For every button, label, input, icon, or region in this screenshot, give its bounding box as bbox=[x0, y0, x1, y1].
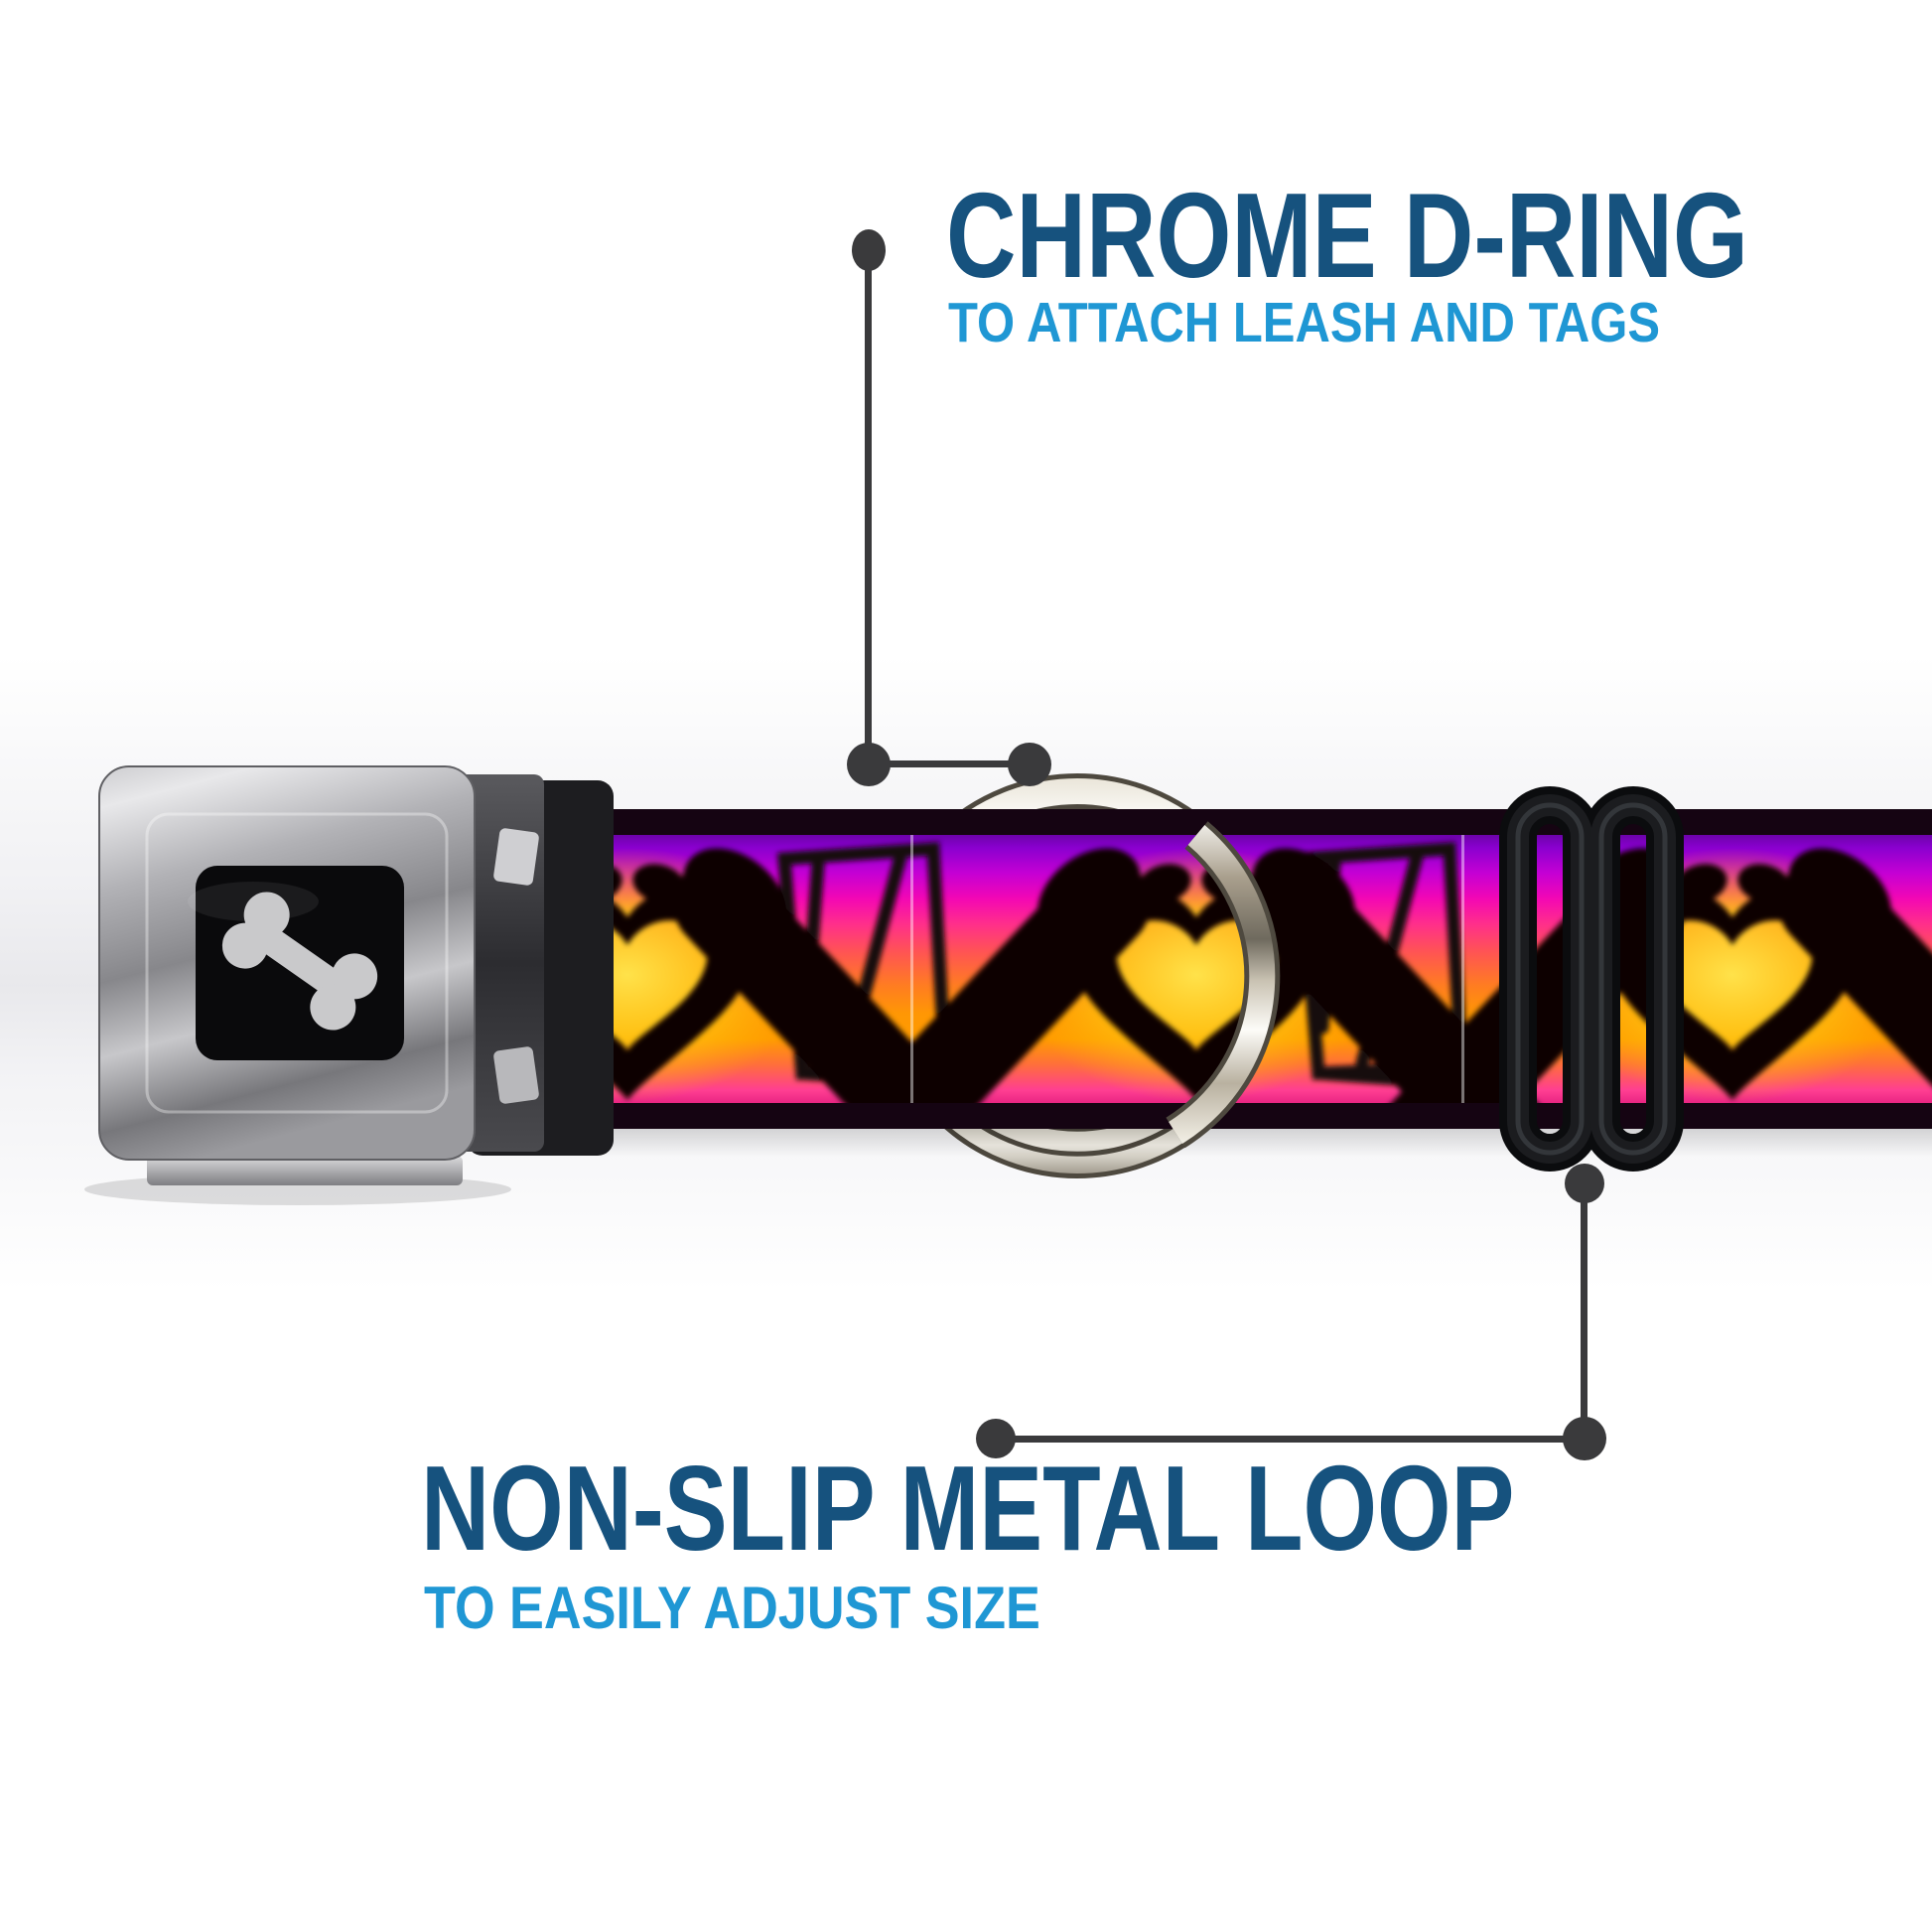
loop-callout-title: NON-SLIP METAL LOOP bbox=[421, 1441, 1515, 1576]
dring-callout-title: CHROME D-RING bbox=[946, 168, 1748, 303]
callout-dot bbox=[976, 1419, 1016, 1458]
dog-bone-icon bbox=[221, 892, 378, 1031]
callout-dot bbox=[1008, 743, 1051, 786]
callout-line-horizontal bbox=[869, 760, 1030, 767]
dring-callout-subtitle: TO ATTACH LEASH AND TAGS bbox=[948, 291, 1661, 354]
chrome-d-ring bbox=[1166, 821, 1281, 1149]
callout-line-horizontal bbox=[996, 1436, 1585, 1443]
slide-adjuster-loop bbox=[1499, 786, 1684, 1172]
seatbelt-buckle bbox=[84, 765, 544, 1205]
callout-line-vertical bbox=[1581, 1183, 1587, 1439]
loop-callout-subtitle: TO EASILY ADJUST SIZE bbox=[424, 1575, 1040, 1641]
callout-line-vertical bbox=[865, 250, 872, 764]
